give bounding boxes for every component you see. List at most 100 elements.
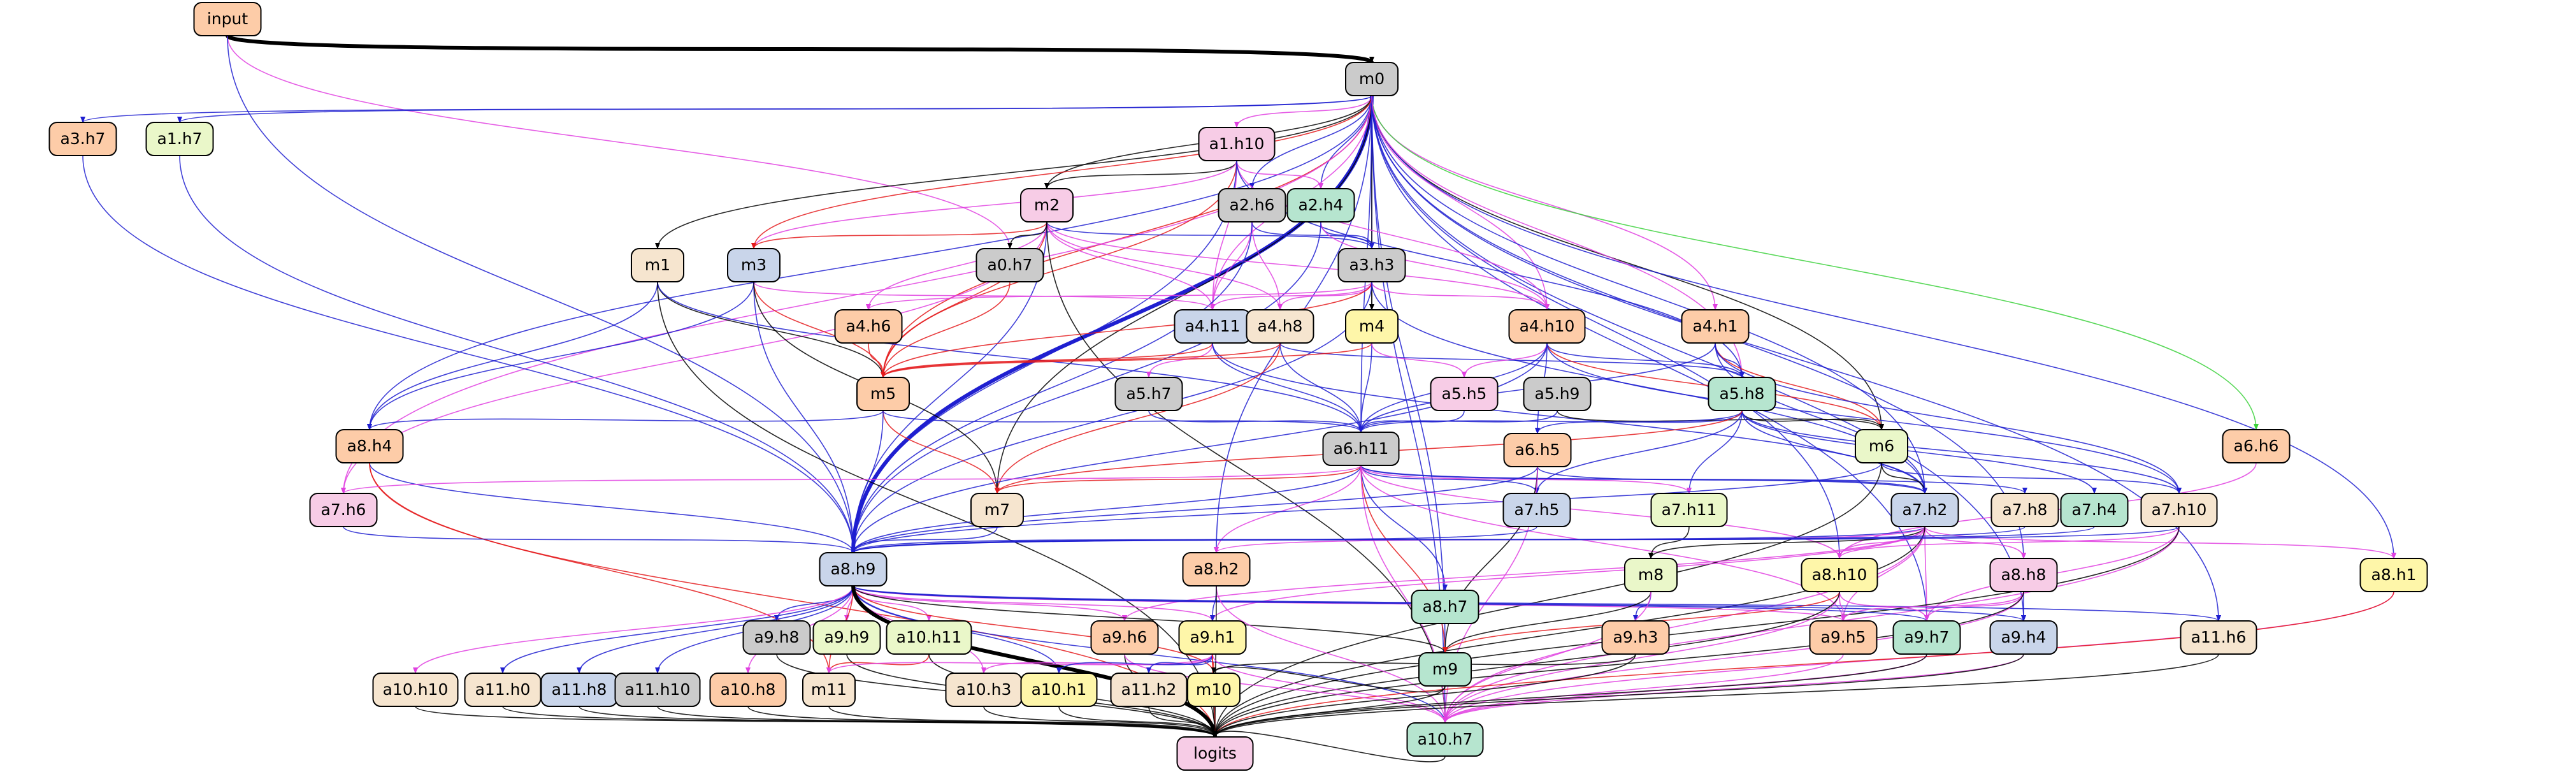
node-m7[interactable]: m7 xyxy=(970,493,1024,527)
node-a3-h3[interactable]: a3.h3 xyxy=(1337,248,1406,282)
node-a4-h11[interactable]: a4.h11 xyxy=(1174,309,1251,344)
node-a9-h8[interactable]: a9.h8 xyxy=(742,620,811,655)
node-a4-h8[interactable]: a4.h8 xyxy=(1246,309,1314,344)
node-box xyxy=(1801,558,1878,592)
node-a1-h7[interactable]: a1.h7 xyxy=(145,122,214,156)
node-label: a1.h7 xyxy=(157,129,203,148)
node-m6[interactable]: m6 xyxy=(1855,429,1908,463)
node-a9-h6[interactable]: a9.h6 xyxy=(1090,620,1159,655)
edge-m0-to-a6-h6 xyxy=(1371,95,2259,430)
node-a9-h5[interactable]: a9.h5 xyxy=(1809,620,1878,655)
edge-a9-h1-to-a10-h1 xyxy=(1056,653,1213,674)
node-label: a10.h11 xyxy=(896,628,962,646)
node-a4-h10[interactable]: a4.h10 xyxy=(1508,309,1586,344)
node-a11-h10[interactable]: a11.h10 xyxy=(614,673,701,707)
node-a11-h8[interactable]: a11.h8 xyxy=(540,673,618,707)
node-m9[interactable]: m9 xyxy=(1418,652,1472,687)
node-m4[interactable]: m4 xyxy=(1345,309,1399,344)
edge-a7-h2-to-m8 xyxy=(1648,526,1925,559)
edge-a10-h7-to-logits xyxy=(1212,731,1446,762)
edge-a4-h8-to-a5-h8 xyxy=(1279,342,1745,378)
node-a7-h11[interactable]: a7.h11 xyxy=(1650,493,1728,527)
node-a5-h7[interactable]: a5.h7 xyxy=(1114,377,1183,411)
edge-m3-to-a8-h9 xyxy=(753,281,856,553)
node-m1[interactable]: m1 xyxy=(631,248,684,282)
node-m3[interactable]: m3 xyxy=(727,248,781,282)
node-a4-h6[interactable]: a4.h6 xyxy=(834,309,903,344)
node-a9-h3[interactable]: a9.h3 xyxy=(1601,620,1670,655)
node-a2-h6[interactable]: a2.h6 xyxy=(1218,188,1286,222)
edge-a3-h3-to-a4-h10 xyxy=(1371,281,1550,310)
node-a10-h10[interactable]: a10.h10 xyxy=(372,673,459,707)
node-box xyxy=(1855,429,1908,463)
node-a8-h9[interactable]: a8.h9 xyxy=(819,552,888,586)
node-box xyxy=(2180,620,2257,655)
node-box xyxy=(2359,558,2428,592)
node-a6-h11[interactable]: a6.h11 xyxy=(1322,432,1400,466)
node-a8-h1[interactable]: a8.h1 xyxy=(2359,558,2428,592)
node-a7-h10[interactable]: a7.h10 xyxy=(2140,493,2218,527)
node-a1-h10[interactable]: a1.h10 xyxy=(1198,127,1276,161)
node-m2[interactable]: m2 xyxy=(1020,188,1074,222)
node-a8-h10[interactable]: a8.h10 xyxy=(1801,558,1878,592)
node-label: a11.h10 xyxy=(625,680,691,699)
node-box xyxy=(2060,493,2129,527)
node-a5-h5[interactable]: a5.h5 xyxy=(1430,377,1499,411)
node-a5-h9[interactable]: a5.h9 xyxy=(1523,377,1592,411)
edge-a3-h3-to-a4-h6 xyxy=(866,281,1372,310)
node-a11-h6[interactable]: a11.h6 xyxy=(2180,620,2257,655)
node-a9-h7[interactable]: a9.h7 xyxy=(1892,620,1961,655)
node-label: a2.h4 xyxy=(1299,196,1344,214)
node-a3-h7[interactable]: a3.h7 xyxy=(48,122,117,156)
node-a11-h0[interactable]: a11.h0 xyxy=(464,673,542,707)
edge-a5-h8-to-a7-h10 xyxy=(1741,410,2182,494)
edge-a9-h1-to-m11 xyxy=(826,653,1213,674)
node-a6-h5[interactable]: a6.h5 xyxy=(1503,433,1572,467)
edge-a8-h10-to-a9-h7 xyxy=(1839,591,1929,622)
node-a8-h4[interactable]: a8.h4 xyxy=(335,429,404,463)
edge-a11-h10-to-logits xyxy=(657,706,1218,738)
node-a10-h3[interactable]: a10.h3 xyxy=(945,673,1023,707)
node-a7-h5[interactable]: a7.h5 xyxy=(1502,493,1571,527)
node-a8-h2[interactable]: a8.h2 xyxy=(1182,552,1251,586)
node-a10-h11[interactable]: a10.h11 xyxy=(886,620,972,655)
node-label: a7.h10 xyxy=(2152,500,2207,519)
node-label: a9.h8 xyxy=(754,628,800,646)
node-a7-h4[interactable]: a7.h4 xyxy=(2060,493,2129,527)
node-a7-h8[interactable]: a7.h8 xyxy=(1990,493,2059,527)
node-logits[interactable]: logits xyxy=(1176,736,1254,771)
node-label: m6 xyxy=(1869,437,1894,455)
node-a5-h8[interactable]: a5.h8 xyxy=(1708,377,1776,411)
node-a4-h1[interactable]: a4.h1 xyxy=(1681,309,1750,344)
node-a9-h4[interactable]: a9.h4 xyxy=(1989,620,2058,655)
node-m11[interactable]: m11 xyxy=(802,673,856,707)
edge-m1-to-m5 xyxy=(657,281,886,378)
node-label: a9.h5 xyxy=(1821,628,1866,646)
node-label: a9.h1 xyxy=(1190,628,1235,646)
node-a9-h1[interactable]: a9.h1 xyxy=(1178,620,1247,655)
node-m5[interactable]: m5 xyxy=(856,377,910,411)
node-box xyxy=(886,620,972,655)
node-label: a11.h6 xyxy=(2191,628,2247,646)
node-a2-h4[interactable]: a2.h4 xyxy=(1286,188,1355,222)
node-m10[interactable]: m10 xyxy=(1187,673,1241,707)
node-a6-h6[interactable]: a6.h6 xyxy=(2222,429,2291,463)
node-label: a2.h6 xyxy=(1230,196,1275,214)
node-a10-h1[interactable]: a10.h1 xyxy=(1020,673,1098,707)
edge-a8-h8-to-a10-h7 xyxy=(1443,591,2024,724)
node-m8[interactable]: m8 xyxy=(1624,558,1678,592)
edge-a4-h1-to-a7-h2 xyxy=(1715,342,1927,494)
edge-a4-h8-to-m5 xyxy=(881,342,1281,378)
node-box xyxy=(335,429,404,463)
node-m0[interactable]: m0 xyxy=(1345,62,1399,96)
node-a0-h7[interactable]: a0.h7 xyxy=(975,248,1044,282)
node-input[interactable]: input xyxy=(193,2,262,36)
node-a7-h2[interactable]: a7.h2 xyxy=(1890,493,1959,527)
node-a9-h9[interactable]: a9.h9 xyxy=(812,620,881,655)
node-a10-h7[interactable]: a10.h7 xyxy=(1406,722,1484,757)
node-a7-h6[interactable]: a7.h6 xyxy=(309,493,378,527)
node-a8-h8[interactable]: a8.h8 xyxy=(1989,558,2058,592)
node-a8-h7[interactable]: a8.h7 xyxy=(1411,590,1479,624)
node-a10-h8[interactable]: a10.h8 xyxy=(709,673,787,707)
node-a11-h2[interactable]: a11.h2 xyxy=(1110,673,1188,707)
